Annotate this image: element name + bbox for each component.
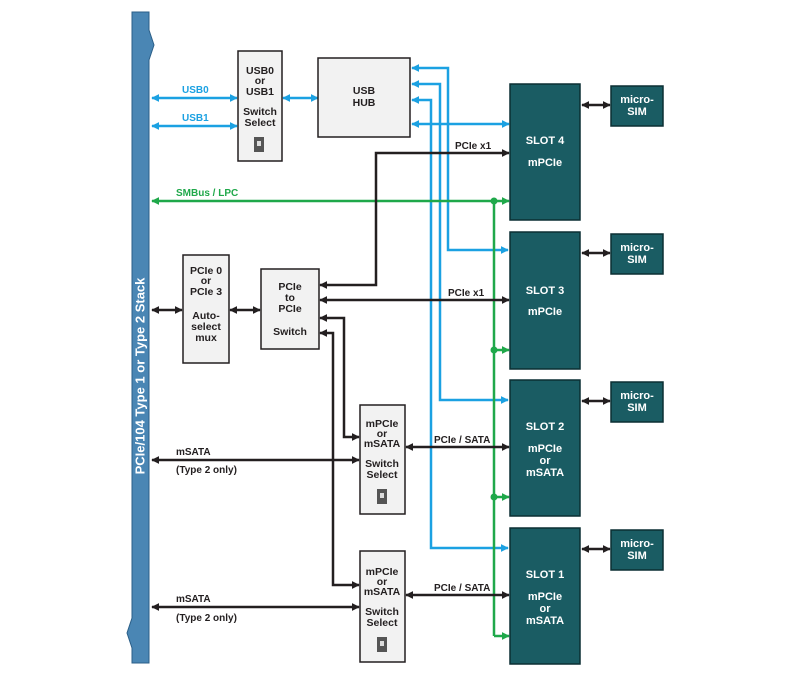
usb-hub-text: HUB <box>353 97 376 109</box>
mux-text: select <box>191 321 221 333</box>
msata-upper-label: mSATA <box>176 447 211 458</box>
micro-sim-4: micro- SIM <box>610 85 664 127</box>
usb-hub-text: USB <box>353 85 376 97</box>
usb-switch-text: or <box>255 75 266 87</box>
slot-line: mPCIe <box>528 306 562 318</box>
pcie-switch-text: PCIe <box>278 281 302 293</box>
msata-lower-label: mSATA <box>176 594 211 605</box>
dip-switch-knob <box>380 641 384 646</box>
pcie-switch-text: to <box>285 292 295 304</box>
pcie-sata-2-label: PCIe / SATA <box>434 435 490 446</box>
slot-line: mSATA <box>526 467 564 479</box>
dip-switch-knob <box>380 493 384 498</box>
pcie-x1-mid-label: PCIe x1 <box>448 288 485 299</box>
hub-to-slot1-line <box>411 95 509 553</box>
junction-dot <box>490 493 498 501</box>
slot-title: SLOT 3 <box>526 285 565 297</box>
usb-switch-text: Select <box>245 117 276 129</box>
micro-sim-2: micro- SIM <box>610 381 664 423</box>
smbus-label: SMBus / LPC <box>176 188 238 199</box>
sim-text: SIM <box>627 254 647 266</box>
sim-text: SIM <box>627 550 647 562</box>
slot-line: mPCIe <box>528 157 562 169</box>
pcie-switch-text: Switch <box>273 326 307 338</box>
slot-1: SLOT 1 mPCIe or mSATA <box>509 527 581 665</box>
junction-dot <box>490 197 498 205</box>
usb-switch-select: USB0 or USB1 Switch Select <box>237 50 283 162</box>
slot-title: SLOT 1 <box>526 569 565 581</box>
pcie-switch: PCIe to PCIe Switch <box>260 268 320 350</box>
usb-hub: USB HUB <box>317 57 411 138</box>
msata-switch-text: mPCIe <box>366 418 399 430</box>
msata-switch-text: Select <box>367 617 398 629</box>
sim-text: SIM <box>627 106 647 118</box>
mux-text: or <box>201 275 212 287</box>
pcie-lines <box>151 100 611 612</box>
stack-bus-shape <box>126 11 155 664</box>
msata-switch-text: Select <box>367 469 398 481</box>
slot-line: mPCIe <box>528 591 562 603</box>
slot-title: SLOT 2 <box>526 421 565 433</box>
slot-2: SLOT 2 mPCIe or mSATA <box>509 379 581 517</box>
slot-line: or <box>540 603 552 615</box>
slot-line: mPCIe <box>528 443 562 455</box>
mux-text: mux <box>195 332 217 344</box>
sim-text: SIM <box>627 402 647 414</box>
stack-bus: PCIe/104 Type 1 or Type 2 Stack <box>126 11 155 664</box>
msata-switch-text: mSATA <box>364 438 401 450</box>
msata-switch-upper: mPCIe or mSATA Switch Select <box>359 404 406 515</box>
mux-text: Auto- <box>192 310 220 322</box>
msata-upper-note: (Type 2 only) <box>176 465 237 476</box>
sim-text: micro- <box>620 538 654 550</box>
slot-4: SLOT 4 mPCIe <box>509 83 581 221</box>
pcie-switch-to-slot4-line <box>319 148 510 290</box>
pcie-mux: PCIe 0 or PCIe 3 Auto- select mux <box>182 254 230 364</box>
msata-switch-text: or <box>377 576 388 588</box>
usb0-label: USB0 <box>182 85 209 96</box>
mux-text: PCIe 3 <box>190 286 222 298</box>
pcie-x1-top-label: PCIe x1 <box>455 141 492 152</box>
junction-dot <box>490 346 498 354</box>
slot-line: or <box>540 455 552 467</box>
usb-switch-text: USB1 <box>246 86 274 98</box>
usb-switch-text: Switch <box>243 106 277 118</box>
pcie-switch-text: PCIe <box>278 303 302 315</box>
sim-text: micro- <box>620 390 654 402</box>
usb-switch-text: USB0 <box>246 65 274 77</box>
msata-switch-text: or <box>377 428 388 440</box>
slot-line: mSATA <box>526 615 564 627</box>
mux-text: PCIe 0 <box>190 265 222 277</box>
msata-lower-note: (Type 2 only) <box>176 613 237 624</box>
pcie-switch-to-msata-upper-line <box>319 313 360 442</box>
msata-switch-lower: mPCIe or mSATA Switch Select <box>359 550 406 663</box>
sim-text: micro- <box>620 94 654 106</box>
msata-switch-text: mSATA <box>364 586 401 598</box>
msata-switch-text: Switch <box>365 606 399 618</box>
slot-title: SLOT 4 <box>526 135 565 147</box>
stack-bus-label: PCIe/104 Type 1 or Type 2 Stack <box>132 277 147 475</box>
usb1-label: USB1 <box>182 113 209 124</box>
dip-switch-knob <box>257 141 261 146</box>
pcie-sata-1-label: PCIe / SATA <box>434 583 490 594</box>
micro-sim-1: micro- SIM <box>610 529 664 571</box>
msata-switch-text: Switch <box>365 458 399 470</box>
slot-3: SLOT 3 mPCIe <box>509 231 581 370</box>
sim-text: micro- <box>620 242 654 254</box>
msata-switch-text: mPCIe <box>366 566 399 578</box>
micro-sim-3: micro- SIM <box>610 233 664 275</box>
